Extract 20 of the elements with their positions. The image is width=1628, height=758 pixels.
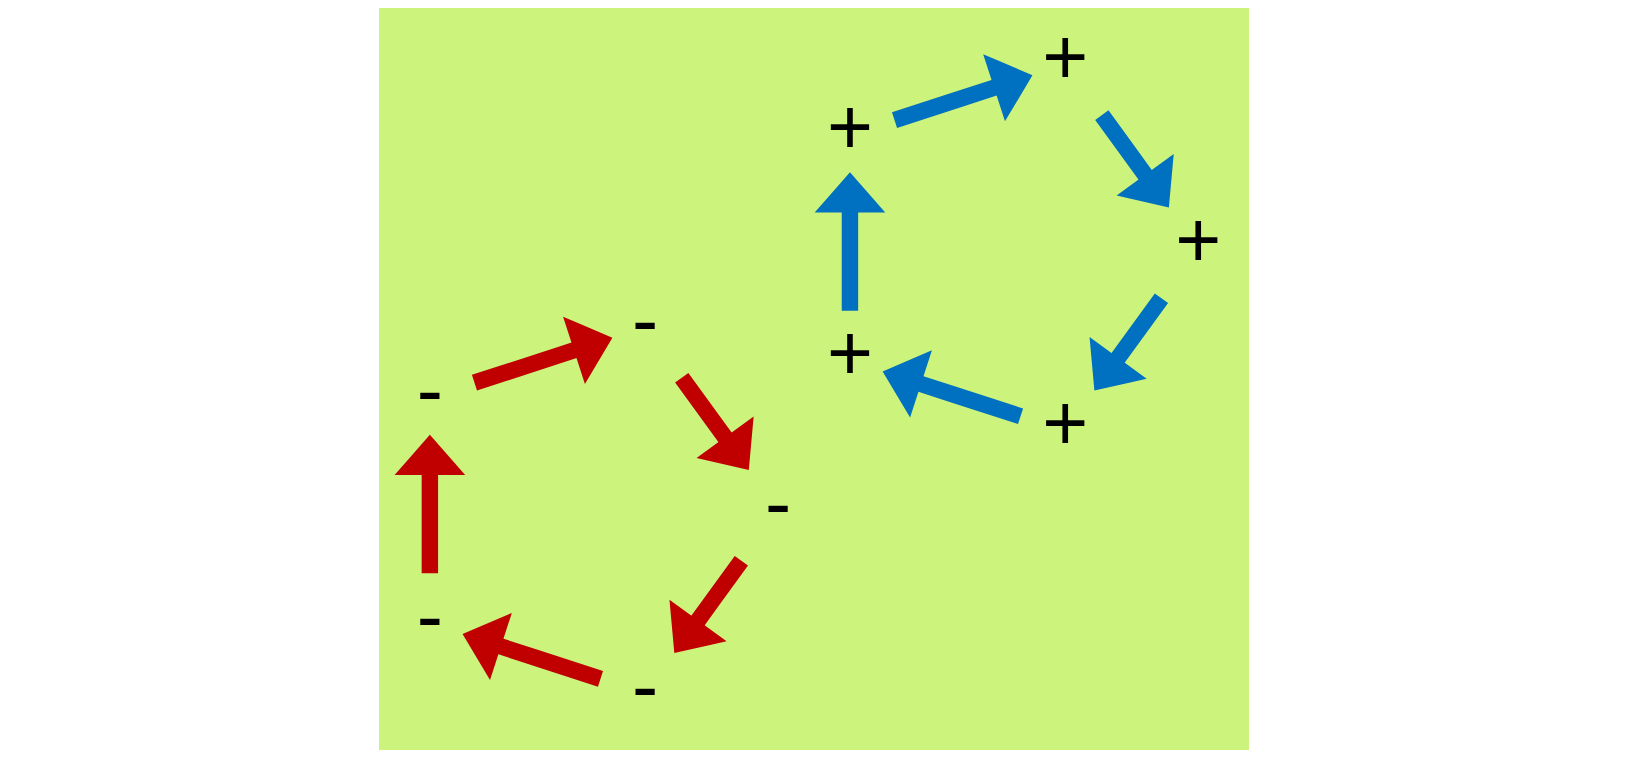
arrow [1089, 293, 1169, 391]
node-text: + [826, 309, 873, 398]
node-text: + [826, 83, 873, 172]
arrow [882, 350, 1024, 425]
arrow [394, 434, 466, 574]
arrow [471, 316, 613, 391]
node-text: - [631, 641, 659, 730]
arrow [892, 54, 1033, 128]
arrow [462, 612, 603, 687]
node-text: - [416, 571, 443, 660]
arrow [675, 372, 754, 471]
arrow [814, 172, 886, 311]
node-text: - [416, 345, 443, 434]
node-text: - [764, 458, 792, 547]
node-text: + [1175, 196, 1222, 285]
arrow [1095, 110, 1174, 208]
arrow [669, 555, 748, 654]
node-text: - [631, 275, 659, 364]
node-text: + [1042, 379, 1089, 468]
node-text: + [1042, 13, 1089, 102]
